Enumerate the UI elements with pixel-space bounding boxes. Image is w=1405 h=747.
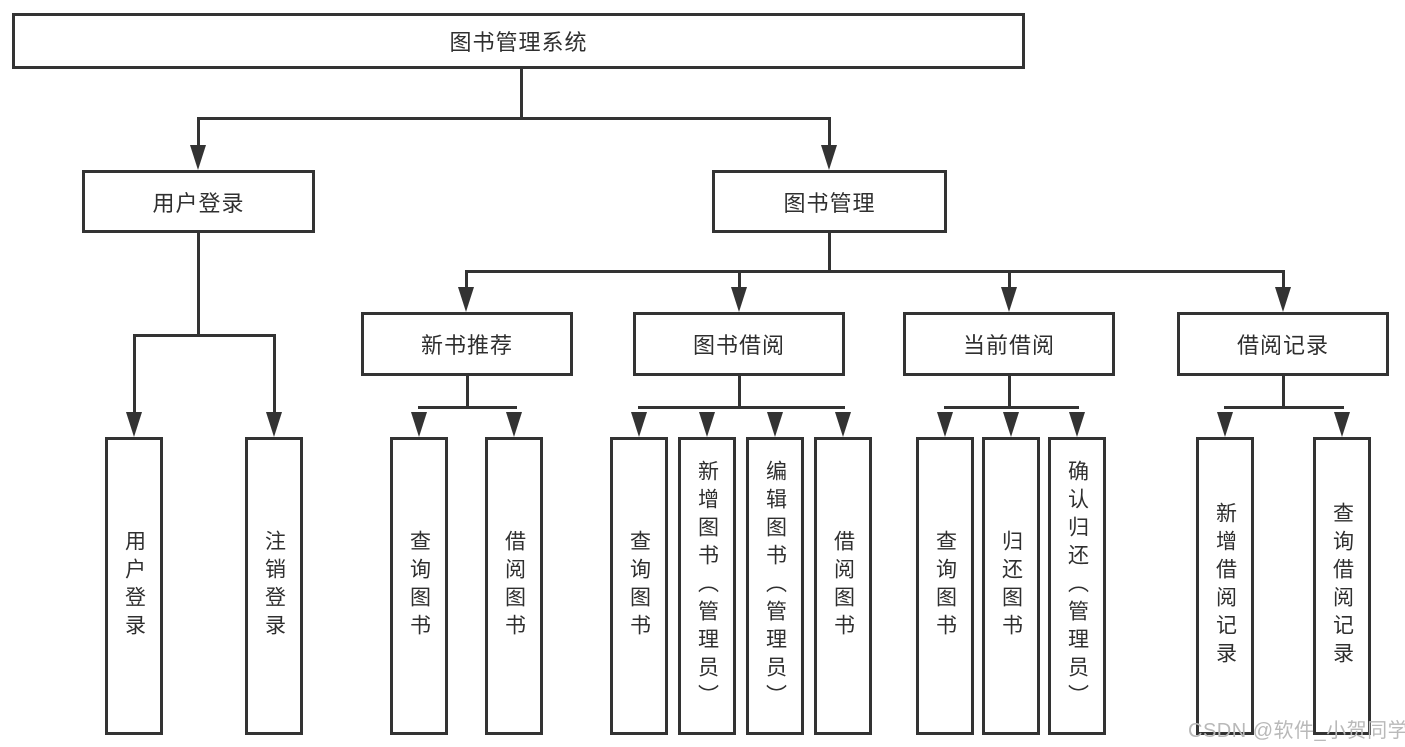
leaf-borrow-books: 借阅图书 — [814, 437, 872, 735]
arrow-down-icon — [411, 412, 427, 437]
node-user-login: 用户登录 — [82, 170, 315, 233]
leaf-add-borrow-record: 新增借阅记录 — [1196, 437, 1254, 735]
watermark-csdn: CSDN @软件_小贺同学 — [1188, 720, 1405, 742]
arrow-down-icon — [458, 287, 474, 312]
node-label: 借阅图书 — [831, 530, 855, 642]
node-label: 注销登录 — [262, 530, 286, 642]
node-label: 用户登录 — [122, 530, 146, 642]
arrow-down-icon — [1003, 412, 1019, 437]
node-library-management-system: 图书管理系统 — [12, 13, 1025, 69]
connector-line — [197, 233, 200, 337]
node-label: 图书借阅 — [692, 333, 785, 358]
arrow-down-icon — [631, 412, 647, 437]
arrow-down-icon — [731, 287, 747, 312]
node-label: 查询借阅记录 — [1330, 502, 1354, 670]
connector-line — [1224, 406, 1344, 409]
arrow-down-icon — [1275, 287, 1291, 312]
node-label: 新增图书（管理员） — [695, 460, 719, 712]
connector-line — [1008, 270, 1011, 288]
leaf-user-login: 用户登录 — [105, 437, 163, 735]
connector-line — [738, 376, 741, 409]
arrow-down-icon — [835, 412, 851, 437]
connector-line — [197, 117, 831, 120]
leaf-logout-login: 注销登录 — [245, 437, 303, 735]
node-label: 查询图书 — [933, 530, 957, 642]
node-book-borrowing: 图书借阅 — [633, 312, 845, 376]
leaf-query-books-recommend: 查询图书 — [390, 437, 448, 735]
connector-line — [638, 406, 845, 409]
leaf-query-books-borrowing: 查询图书 — [610, 437, 668, 735]
connector-line — [418, 406, 517, 409]
connector-line — [1282, 270, 1285, 288]
node-label: 当前借阅 — [962, 333, 1055, 358]
connector-line — [465, 270, 1285, 273]
node-label: 归还图书 — [999, 530, 1023, 642]
arrow-down-icon — [190, 145, 206, 170]
connector-line — [197, 117, 200, 147]
node-label: 用户登录 — [152, 190, 245, 216]
arrow-down-icon — [1069, 412, 1085, 437]
arrow-down-icon — [821, 145, 837, 170]
node-label: 编辑图书（管理员） — [763, 460, 787, 712]
leaf-query-books-current: 查询图书 — [916, 437, 974, 735]
node-label: 借阅图书 — [502, 530, 526, 642]
leaf-borrow-books-recommend: 借阅图书 — [485, 437, 543, 735]
arrow-down-icon — [506, 412, 522, 437]
node-label: 查询图书 — [407, 530, 431, 642]
node-label: 图书管理系统 — [449, 30, 588, 55]
connector-line — [133, 334, 136, 414]
arrow-down-icon — [1001, 287, 1017, 312]
arrow-down-icon — [937, 412, 953, 437]
arrow-down-icon — [1217, 412, 1233, 437]
node-new-book-recommend: 新书推荐 — [361, 312, 573, 376]
node-label: 确认归还（管理员） — [1065, 460, 1089, 712]
arrow-down-icon — [699, 412, 715, 437]
node-current-borrowing: 当前借阅 — [903, 312, 1115, 376]
connector-line — [738, 270, 741, 288]
arrow-down-icon — [126, 412, 142, 437]
connector-line — [273, 334, 276, 414]
node-book-management: 图书管理 — [712, 170, 947, 233]
connector-line — [828, 117, 831, 147]
connector-line — [944, 406, 1079, 409]
connector-line — [520, 69, 523, 119]
connector-line — [465, 270, 468, 288]
node-label: 图书管理 — [783, 190, 876, 216]
node-label: 新书推荐 — [420, 333, 513, 358]
node-label: 借阅记录 — [1236, 333, 1329, 358]
connector-line — [828, 233, 831, 273]
leaf-edit-books-admin: 编辑图书（管理员） — [746, 437, 804, 735]
node-label: 新增借阅记录 — [1213, 502, 1237, 670]
arrow-down-icon — [266, 412, 282, 437]
node-label: 查询图书 — [627, 530, 651, 642]
connector-line — [1008, 376, 1011, 409]
node-borrowing-records: 借阅记录 — [1177, 312, 1389, 376]
connector-line — [133, 334, 276, 337]
arrow-down-icon — [1334, 412, 1350, 437]
leaf-query-borrow-record: 查询借阅记录 — [1313, 437, 1371, 735]
leaf-confirm-return-admin: 确认归还（管理员） — [1048, 437, 1106, 735]
connector-line — [466, 376, 469, 409]
arrow-down-icon — [767, 412, 783, 437]
leaf-return-books: 归还图书 — [982, 437, 1040, 735]
leaf-add-books-admin: 新增图书（管理员） — [678, 437, 736, 735]
connector-line — [1282, 376, 1285, 409]
